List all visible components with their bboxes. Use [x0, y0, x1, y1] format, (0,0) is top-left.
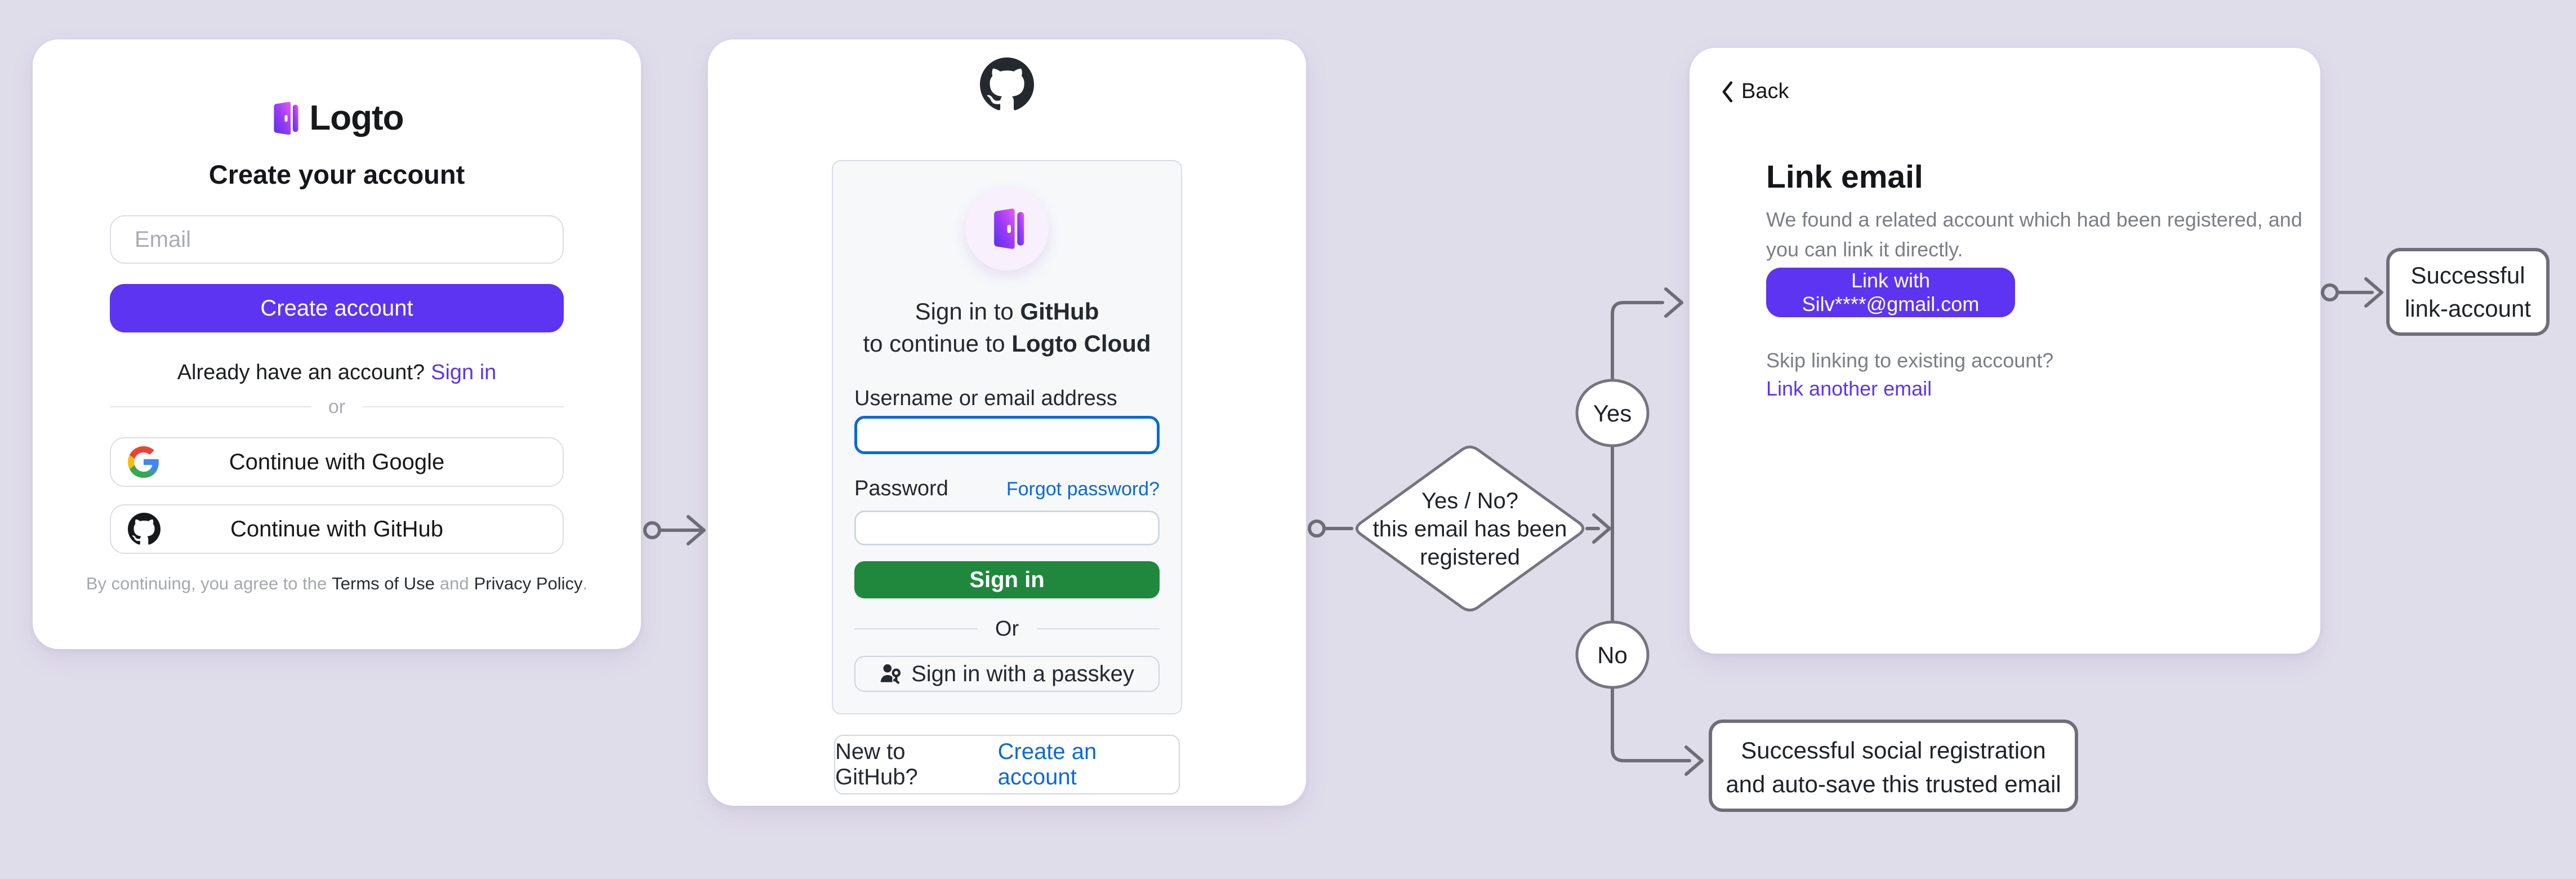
divider-line-right — [1037, 628, 1160, 629]
link-another-email-link[interactable]: Link another email — [1766, 377, 1932, 400]
signin-prefix: Sign in to — [915, 298, 1014, 325]
description-line-2: you can link it directly. — [1766, 238, 1963, 261]
terms-of-use-link[interactable]: Terms of Use — [332, 574, 435, 593]
divider-line-right — [362, 406, 564, 407]
github-or-divider: Or — [854, 616, 1160, 641]
divider-line-left — [110, 406, 311, 407]
arrowhead-into-github — [687, 515, 706, 545]
connector-dot-2 — [1308, 520, 1326, 538]
svg-text:Yes / No?: Yes / No? — [1421, 489, 1518, 513]
terms-prefix: By continuing, you agree to the — [86, 574, 327, 593]
or-divider: or — [110, 396, 564, 418]
svg-text:registered: registered — [1420, 545, 1520, 570]
link-email-title: Link email — [1766, 159, 1923, 195]
logto-app-avatar — [965, 187, 1049, 270]
github-signin-heading: Sign in to GitHub to continue to Logto C… — [833, 295, 1181, 359]
svg-text:and auto-save this trusted ema: and auto-save this trusted email — [1726, 771, 2061, 797]
password-label: Password — [854, 477, 948, 500]
no-label: No — [1597, 642, 1628, 668]
forgot-password-link[interactable]: Forgot password? — [1006, 478, 1160, 500]
terms-conj: and — [439, 574, 469, 593]
svg-text:Successful: Successful — [2410, 262, 2525, 288]
success-social-text: Successful social registration and auto-… — [1726, 737, 2061, 797]
decision-diamond-text: Yes / No? this email has been registered — [1373, 489, 1567, 570]
connector-dot-3 — [2321, 283, 2339, 301]
signin-org: GitHub — [1020, 298, 1099, 325]
success-social-box — [1709, 720, 2078, 812]
arrowhead-into-link-card — [1664, 287, 1683, 318]
back-label: Back — [1741, 79, 1789, 103]
divider-label: or — [328, 396, 346, 418]
google-icon — [128, 446, 159, 478]
logto-door-icon — [989, 207, 1025, 250]
continue-github-button[interactable]: Continue with GitHub — [110, 504, 564, 554]
continue-prefix: to continue to — [863, 330, 1005, 357]
link-email-card: Back Link email We found a related accou… — [1690, 48, 2320, 654]
link-with-email-button[interactable]: Link with Silv****@gmail.com — [1766, 268, 2015, 317]
svg-text:this email has been: this email has been — [1373, 517, 1567, 541]
branch-line — [1611, 301, 1691, 762]
chevron-left-icon — [1721, 81, 1733, 103]
divider-line-left — [854, 628, 977, 629]
connector-start-dot — [643, 521, 661, 539]
signin-prompt-row: Already have an account? Sign in — [33, 361, 641, 385]
description-line-1: We found a related account which had bee… — [1766, 208, 2302, 231]
divider-label: Or — [995, 616, 1019, 641]
logto-door-icon — [270, 100, 299, 136]
svg-text:Successful social registration: Successful social registration — [1741, 737, 2046, 763]
logto-logo: Logto — [33, 98, 641, 138]
no-node — [1575, 620, 1650, 689]
github-logo-icon — [980, 57, 1034, 112]
arrowhead-into-social-box — [1684, 745, 1704, 776]
create-account-button[interactable]: Create account — [110, 284, 564, 332]
continue-github-label: Continue with GitHub — [230, 516, 443, 541]
signup-card: Logto Create your account Create account… — [33, 39, 641, 649]
github-signin-button[interactable]: Sign in — [854, 561, 1160, 598]
signup-title: Create your account — [208, 159, 465, 189]
github-icon — [128, 513, 161, 545]
signin-prompt-text: Already have an account? — [177, 361, 425, 384]
create-account-link[interactable]: Create an account — [997, 739, 1097, 789]
yes-node — [1575, 379, 1650, 447]
success-link-account-box — [2386, 248, 2550, 336]
skip-linking-text: Skip linking to existing account? — [1766, 349, 2054, 372]
continue-google-label: Continue with Google — [229, 449, 445, 474]
passkey-icon — [880, 663, 902, 685]
password-input[interactable] — [854, 510, 1160, 545]
arrowhead-decision-out — [1592, 513, 1611, 544]
terms-period: . — [582, 574, 588, 593]
privacy-policy-link[interactable]: Privacy Policy — [474, 574, 583, 593]
passkey-label: Sign in with a passkey — [911, 661, 1134, 686]
logto-wordmark: Logto — [309, 99, 404, 137]
email-input[interactable] — [110, 215, 564, 264]
svg-text:link-account: link-account — [2405, 295, 2531, 322]
signin-link[interactable]: Sign in — [431, 361, 497, 384]
continue-app: Logto Cloud — [1011, 330, 1151, 357]
back-button[interactable]: Back — [1721, 79, 1789, 104]
terms-line: By continuing, you agree to the Terms of… — [33, 574, 641, 594]
yes-label: Yes — [1593, 400, 1632, 427]
username-input[interactable] — [854, 416, 1160, 454]
github-login-panel: Sign in to GitHub to continue to Logto C… — [832, 160, 1182, 714]
github-signin-card: Sign in to GitHub to continue to Logto C… — [708, 39, 1306, 806]
passkey-button[interactable]: Sign in with a passkey — [854, 656, 1160, 692]
password-row: Password Forgot password? — [854, 477, 1160, 501]
link-email-description: We found a related account which had bee… — [1766, 205, 2302, 264]
new-prompt: New to GitHub? — [835, 739, 918, 789]
decision-diamond — [1355, 445, 1585, 612]
success-link-account-text: Successful link-account — [2405, 262, 2531, 322]
username-label: Username or email address — [854, 387, 1117, 410]
new-to-github-box: New to GitHub? Create an account — [834, 735, 1180, 794]
continue-google-button[interactable]: Continue with Google — [110, 437, 564, 487]
arrowhead-into-success-box — [2364, 277, 2383, 308]
